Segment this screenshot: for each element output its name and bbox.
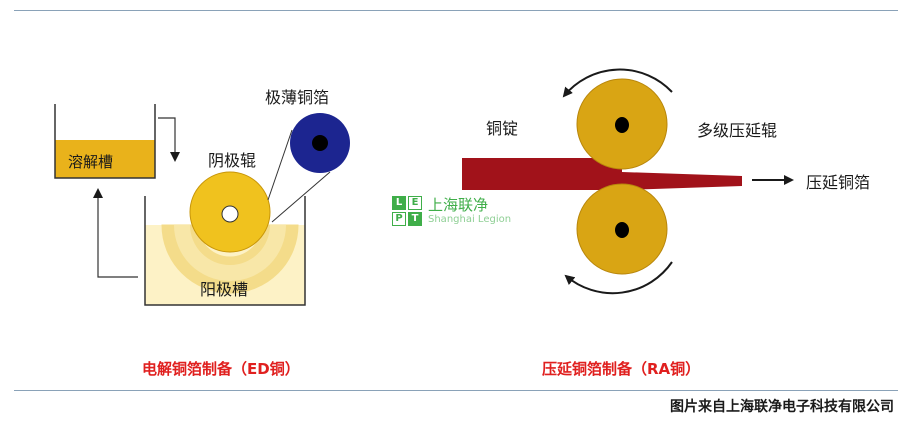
foil-strand-right [271, 171, 331, 223]
lower-rotation-arrow [564, 261, 673, 295]
anode-arc-inner [174, 225, 286, 281]
upper-rotation-arrow [562, 68, 673, 98]
upper-roller [576, 78, 668, 170]
top-rule [14, 10, 898, 11]
watermark-logo: L E P T [392, 196, 422, 226]
dissolving-tank [54, 104, 156, 179]
ingot-bar [462, 158, 742, 190]
anode-tank-label: 阳极槽 [200, 280, 249, 299]
rollers-label: 多级压延辊 [697, 121, 778, 140]
image-credit: 图片来自上海联净电子科技有限公司 [670, 399, 894, 415]
dissolving-tank-label: 溶解槽 [68, 153, 114, 171]
tank-outflow-line [158, 117, 180, 162]
watermark-letter: P [392, 212, 406, 226]
anode-arc [161, 224, 299, 294]
tank-return-line [93, 188, 138, 278]
foil-strand-left [267, 129, 293, 201]
watermark-letter: T [408, 212, 422, 226]
bottom-rule [14, 390, 898, 391]
ra-caption: 压延铜箔制备（RA铜） [542, 360, 701, 378]
ingot-label: 铜锭 [486, 119, 519, 138]
watermark-name-en: Shanghai Legion [428, 213, 512, 225]
lower-roller [576, 183, 668, 275]
cathode-roller [189, 171, 271, 253]
legion-watermark: L E P T 上海联净 Shanghai Legion [392, 196, 511, 226]
watermark-name-cn: 上海联净 [428, 195, 489, 214]
watermark-letter: E [408, 196, 422, 210]
watermark-letter: L [392, 196, 406, 210]
cathode-roller-label: 阴极辊 [208, 151, 257, 170]
ultrathin-foil-label: 极薄铜箔 [265, 88, 330, 107]
output-label: 压延铜箔 [806, 173, 871, 192]
foil-reel [290, 113, 350, 173]
ed-caption: 电解铜箔制备（ED铜） [142, 360, 300, 378]
